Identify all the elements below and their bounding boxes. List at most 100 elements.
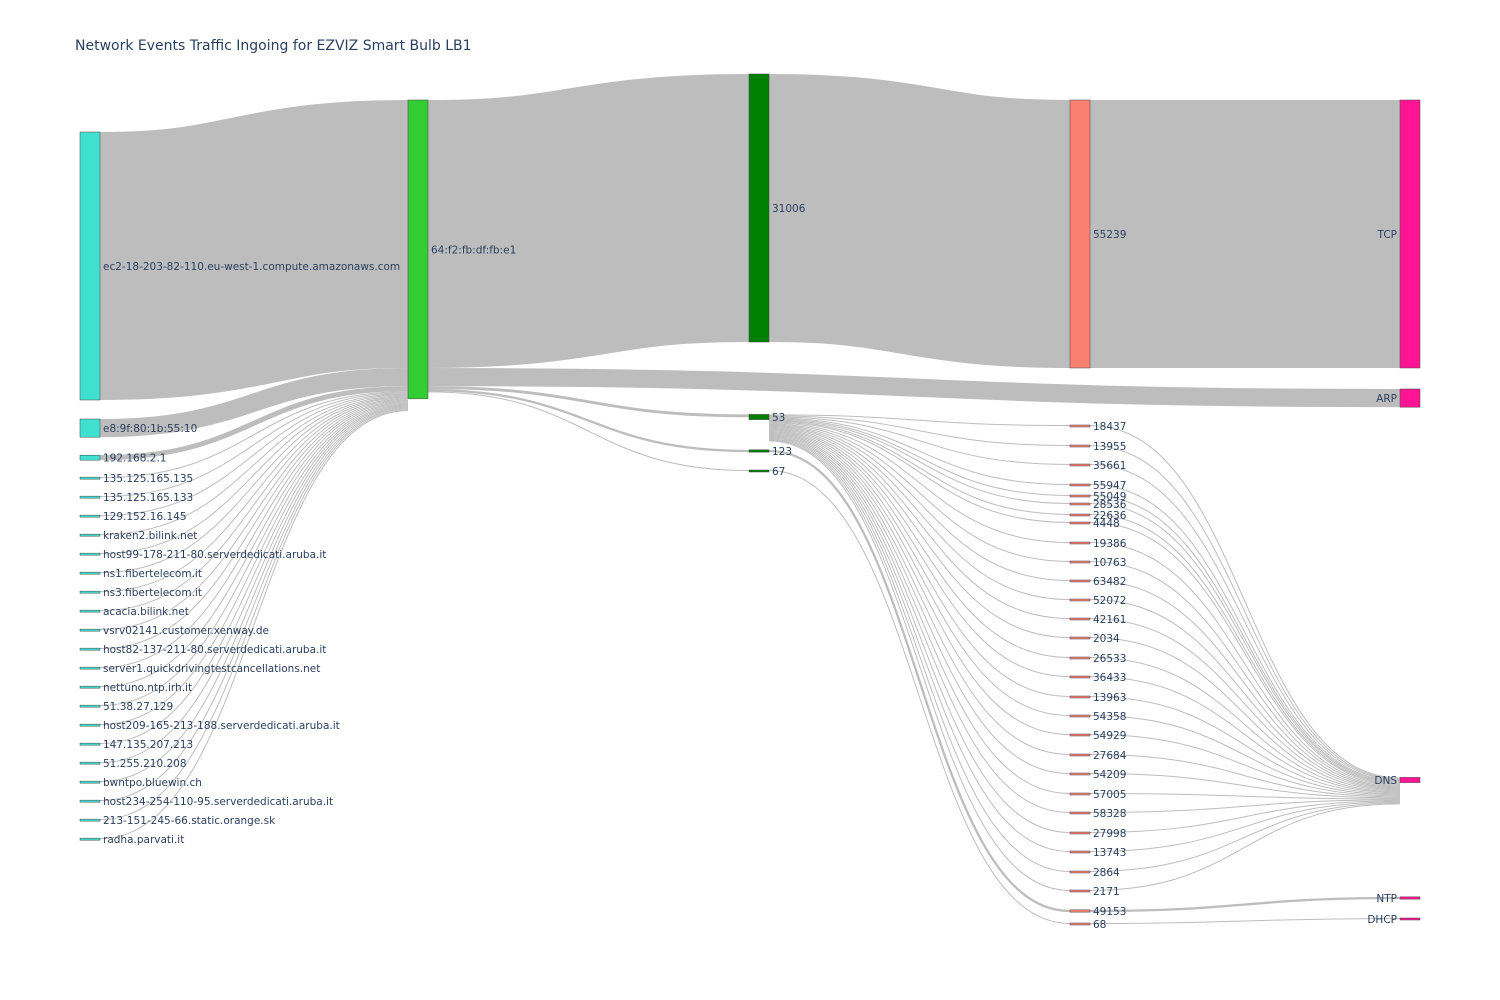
sankey-node[interactable] [79, 780, 101, 784]
sankey-node[interactable] [1069, 922, 1091, 926]
sankey-link [768, 426, 1071, 619]
sankey-node[interactable] [1399, 99, 1421, 369]
sankey-link [768, 449, 1071, 913]
node-label: radha.parvati.it [103, 834, 184, 846]
sankey-link [768, 417, 1071, 485]
sankey-link [1089, 522, 1401, 786]
node-label: vsrv02141.customer.xenway.de [103, 625, 269, 637]
node-label: 28536 [1093, 499, 1127, 511]
sankey-node[interactable] [1069, 714, 1091, 718]
sankey-node[interactable] [79, 609, 101, 613]
sankey-link [1089, 464, 1401, 781]
sankey-node[interactable] [1069, 656, 1091, 660]
sankey-node[interactable] [1399, 388, 1421, 408]
node-label: kraken2.bilink.net [103, 530, 197, 542]
sankey-node[interactable] [79, 666, 101, 670]
sankey-link [768, 420, 1071, 515]
sankey-node[interactable] [1069, 598, 1091, 602]
sankey-link [768, 419, 1071, 504]
sankey-node[interactable] [1399, 777, 1421, 783]
sankey-link [1089, 503, 1401, 784]
sankey-node[interactable] [79, 454, 101, 461]
sankey-node[interactable] [79, 761, 101, 765]
sankey-node[interactable] [748, 469, 770, 473]
node-label: ns3.fibertelecom.it [103, 587, 202, 599]
sankey-node[interactable] [1069, 675, 1091, 679]
sankey-node[interactable] [748, 449, 770, 453]
sankey-node[interactable] [1069, 502, 1091, 506]
sankey-node[interactable] [1399, 917, 1421, 921]
sankey-node[interactable] [79, 552, 101, 556]
sankey-node[interactable] [1069, 521, 1091, 525]
sankey-node[interactable] [1069, 483, 1091, 487]
sankey-node[interactable] [748, 414, 770, 420]
sankey-node[interactable] [79, 476, 101, 480]
sankey-node[interactable] [1069, 560, 1091, 564]
sankey-node[interactable] [79, 571, 101, 575]
sankey-node[interactable] [1069, 811, 1091, 815]
sankey-link [427, 386, 750, 418]
sankey-link [1089, 657, 1401, 793]
sankey-node[interactable] [1069, 889, 1091, 893]
sankey-node[interactable] [79, 533, 101, 537]
sankey-node[interactable] [1069, 870, 1091, 874]
sankey-node[interactable] [1399, 896, 1421, 900]
sankey-node[interactable] [1069, 792, 1091, 796]
sankey-node[interactable] [407, 99, 429, 400]
sankey-node[interactable] [1069, 463, 1091, 467]
sankey-link [1089, 773, 1401, 799]
node-label: 54209 [1093, 769, 1126, 781]
sankey-node[interactable] [79, 590, 101, 594]
sankey-node[interactable] [1069, 99, 1091, 369]
node-label: 13743 [1093, 847, 1126, 859]
sankey-link [99, 409, 409, 821]
sankey-node[interactable] [79, 418, 101, 438]
sankey-link [768, 422, 1071, 543]
sankey-link [99, 395, 409, 555]
sankey-link [1089, 561, 1401, 788]
sankey-node[interactable] [1069, 541, 1091, 545]
sankey-node[interactable] [79, 628, 101, 632]
sankey-node[interactable] [1069, 695, 1091, 699]
sankey-node[interactable] [1069, 831, 1091, 835]
sankey-node[interactable] [79, 514, 101, 518]
sankey-node[interactable] [1069, 636, 1091, 640]
sankey-link [768, 425, 1071, 600]
sankey-node[interactable] [1069, 909, 1091, 913]
sankey-node[interactable] [1069, 579, 1091, 583]
node-label: 51.38.27.129 [103, 701, 173, 713]
sankey-node[interactable] [1069, 444, 1091, 448]
sankey-link [1089, 542, 1401, 787]
labels-layer: ec2-18-203-82-110.eu-west-1.compute.amaz… [103, 203, 1397, 931]
sankey-node[interactable] [79, 742, 101, 746]
sankey-node[interactable] [79, 131, 101, 401]
sankey-node[interactable] [79, 723, 101, 727]
sankey-node[interactable] [79, 837, 101, 841]
sankey-node[interactable] [1069, 494, 1091, 498]
sankey-link [99, 405, 409, 745]
sankey-node[interactable] [1069, 513, 1091, 517]
sankey-node[interactable] [1069, 424, 1091, 428]
sankey-node[interactable] [1069, 617, 1091, 621]
sankey-node[interactable] [1069, 733, 1091, 737]
sankey-node[interactable] [79, 647, 101, 651]
sankey-link [1089, 918, 1401, 924]
node-label: 42161 [1093, 614, 1126, 626]
sankey-node[interactable] [79, 495, 101, 499]
sankey-link [768, 421, 1071, 523]
sankey-link [1089, 799, 1401, 813]
sankey-node[interactable] [1069, 772, 1091, 776]
sankey-node[interactable] [79, 685, 101, 689]
sankey-node[interactable] [79, 799, 101, 803]
sankey-link [99, 403, 409, 707]
sankey-node[interactable] [1069, 753, 1091, 757]
sankey-node[interactable] [748, 73, 770, 343]
sankey-node[interactable] [1069, 850, 1091, 854]
sankey-node[interactable] [79, 818, 101, 822]
sankey-link [768, 429, 1071, 677]
sankey-link [768, 415, 1071, 446]
node-label: ns1.fibertelecom.it [103, 568, 202, 580]
node-label: 51.255.210.208 [103, 758, 187, 770]
sankey-link [1089, 800, 1401, 833]
sankey-node[interactable] [79, 704, 101, 708]
